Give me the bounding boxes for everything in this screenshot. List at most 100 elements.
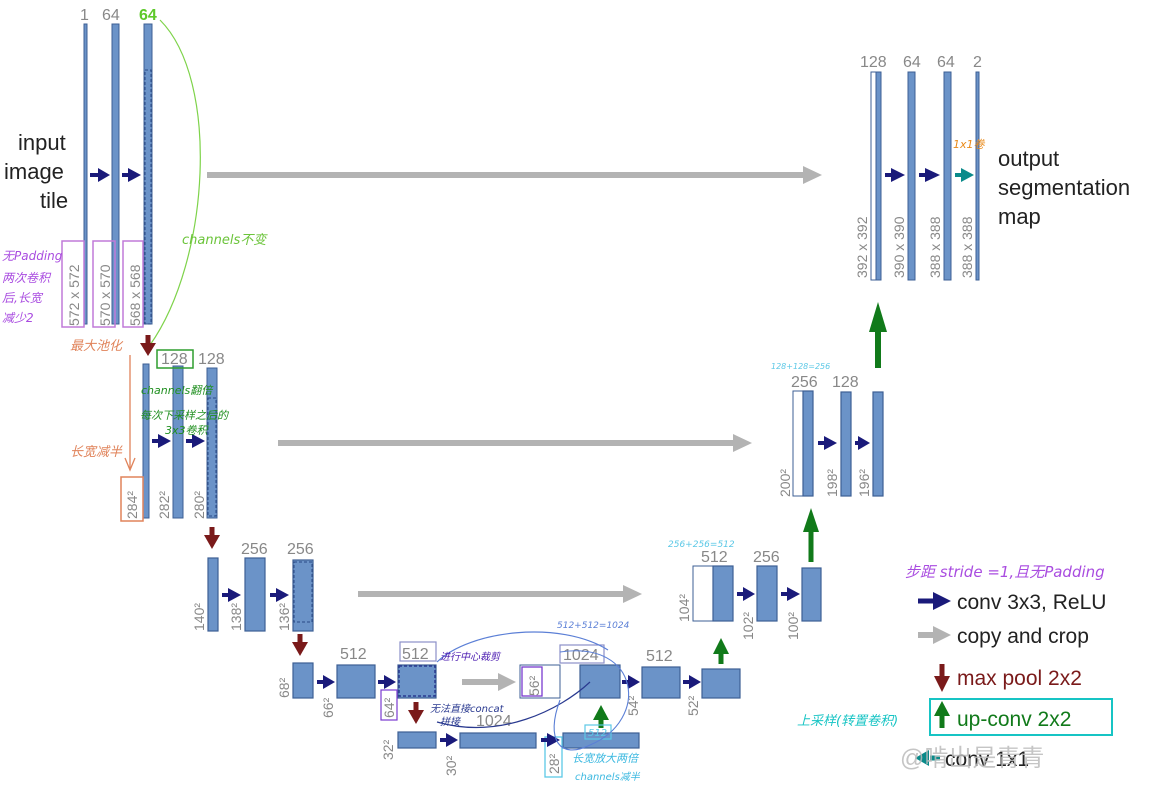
note-each-downsample: 3x3卷积 [165, 424, 210, 437]
level-1-decoder: 128 64 64 2 392 x 392 390 x 390 388 x 38… [854, 54, 1130, 281]
feature-map-256a [244, 557, 266, 632]
size-label: 30² [443, 755, 459, 776]
conv-arrow [743, 587, 755, 601]
size-label: 66² [320, 697, 336, 718]
output-label-line3: map [998, 204, 1041, 229]
note-hw-halved: 长宽减半 [70, 444, 123, 460]
size-label: 136² [276, 603, 292, 631]
output-map-2ch [975, 71, 980, 281]
level-4-decoder: 56² 1024 512 54² 52² [436, 631, 741, 751]
conv-arrow [689, 675, 701, 689]
channel-label: 256 [753, 549, 780, 566]
level-2-encoder: 128 128 284² 282² 280² [120, 335, 752, 522]
conv-arrow [628, 675, 640, 689]
annotation-curve [149, 19, 201, 346]
feature-map-64b [943, 71, 952, 281]
annotation-box [399, 641, 437, 662]
upsampled-map [875, 71, 882, 281]
size-label: 392 x 392 [854, 216, 870, 278]
feature-map-128a [172, 365, 184, 519]
annotation-curve [436, 681, 591, 729]
crop-region [398, 665, 436, 697]
size-label: 140² [191, 603, 207, 631]
level-4-encoder: 512 512 68² 66² 64² [276, 634, 516, 721]
crop-region [144, 69, 152, 325]
crop-region [293, 561, 313, 623]
handwritten-annotations: 无Padding 两次卷积 后,长宽 减少2 channels不变 最大池化 长… [2, 232, 1105, 783]
legend-pool-label: max pool 2x2 [957, 667, 1082, 690]
feature-map-512b [397, 664, 437, 699]
legend-pool-arrow [934, 676, 950, 692]
size-label: 100² [785, 612, 801, 640]
feature-map-512a [336, 664, 376, 699]
note-hw-double: 长宽放大两倍 [572, 752, 640, 765]
level-3-decoder: 512 256 104² 102² 100² [676, 508, 822, 640]
feature-map-512a [641, 666, 681, 699]
note-center-crop: 进行中心裁剪 [440, 651, 502, 663]
annotation-box [61, 240, 85, 328]
channel-label: 128 [161, 351, 188, 368]
feature-map-128b [872, 391, 884, 497]
level-1-encoder: 1 64 64 572 x 572 570 x 570 568 x 568 in… [4, 7, 822, 346]
annotation-box [559, 644, 605, 664]
watermark: @啃出是青青 [900, 745, 1044, 772]
maxpool-arrow [292, 642, 308, 656]
channel-label: 64 [102, 7, 120, 24]
feature-map-1024b [562, 732, 640, 749]
conv-arrow [891, 168, 905, 182]
upsampled-map [579, 664, 621, 699]
channel-label: 256 [791, 374, 818, 391]
channel-label: 64 [937, 54, 955, 71]
size-label: 388 x 388 [959, 216, 975, 278]
channel-label: 512 [340, 646, 367, 663]
annotation-box [120, 476, 144, 522]
feature-map-512b [701, 668, 741, 699]
input-label-line3: tile [40, 188, 68, 213]
conv-arrow [547, 733, 560, 747]
annotation-curve [553, 650, 630, 751]
legend-conv-label: conv 3x3, ReLU [957, 591, 1106, 614]
cropped-copy-map [870, 71, 877, 281]
upconv-arrow [593, 705, 609, 720]
size-label: 200² [777, 469, 793, 497]
input-label-line2: image [4, 159, 64, 184]
note-each-downsample: 每次下采样之后的 [140, 409, 230, 422]
size-label: 198² [824, 469, 840, 497]
cropped-copy-map [519, 664, 561, 699]
upconv-arrow [869, 302, 887, 332]
feature-map-256b [801, 567, 822, 622]
conv1x1-arrow [961, 168, 974, 182]
cropped-copy-map [792, 390, 804, 497]
legend-copy-label: copy and crop [957, 625, 1089, 648]
conv-arrow [192, 434, 205, 448]
note-channels-double: channels翻倍 [141, 384, 214, 397]
annotation-box [156, 349, 194, 369]
size-label: 104² [676, 594, 692, 622]
feature-map-128b [206, 367, 218, 519]
legend: conv 3x3, ReLU copy and crop max pool 2x… [915, 591, 1113, 771]
note-upsample: 上采样(转置卷积) [797, 714, 898, 729]
channel-label: 512 [402, 646, 429, 663]
conv-arrow [228, 588, 241, 602]
channel-label: 1024 [563, 647, 599, 664]
size-label: 390 x 390 [891, 216, 907, 278]
size-label: 570 x 570 [97, 264, 113, 326]
channel-label: 256 [287, 541, 314, 558]
annotation-box [122, 240, 144, 328]
feature-map-256 [292, 662, 314, 699]
output-label-line2: segmentation [998, 175, 1130, 200]
size-label: 56² [526, 675, 542, 696]
note-no-padding: 减少2 [2, 311, 34, 325]
annotation-curve [436, 631, 609, 663]
size-label: 284² [124, 491, 140, 519]
annotation-box [92, 240, 116, 328]
size-label: 568 x 568 [127, 264, 143, 326]
legend-highlight-box [929, 698, 1113, 736]
feature-map-128a [840, 391, 852, 497]
upsampled-map [802, 390, 814, 497]
size-label: 282² [156, 491, 172, 519]
size-label: 280² [191, 491, 207, 519]
note-channels-same: channels不变 [182, 232, 268, 248]
channel-label: 64 [903, 54, 921, 71]
legend-upconv-arrow [934, 701, 950, 716]
